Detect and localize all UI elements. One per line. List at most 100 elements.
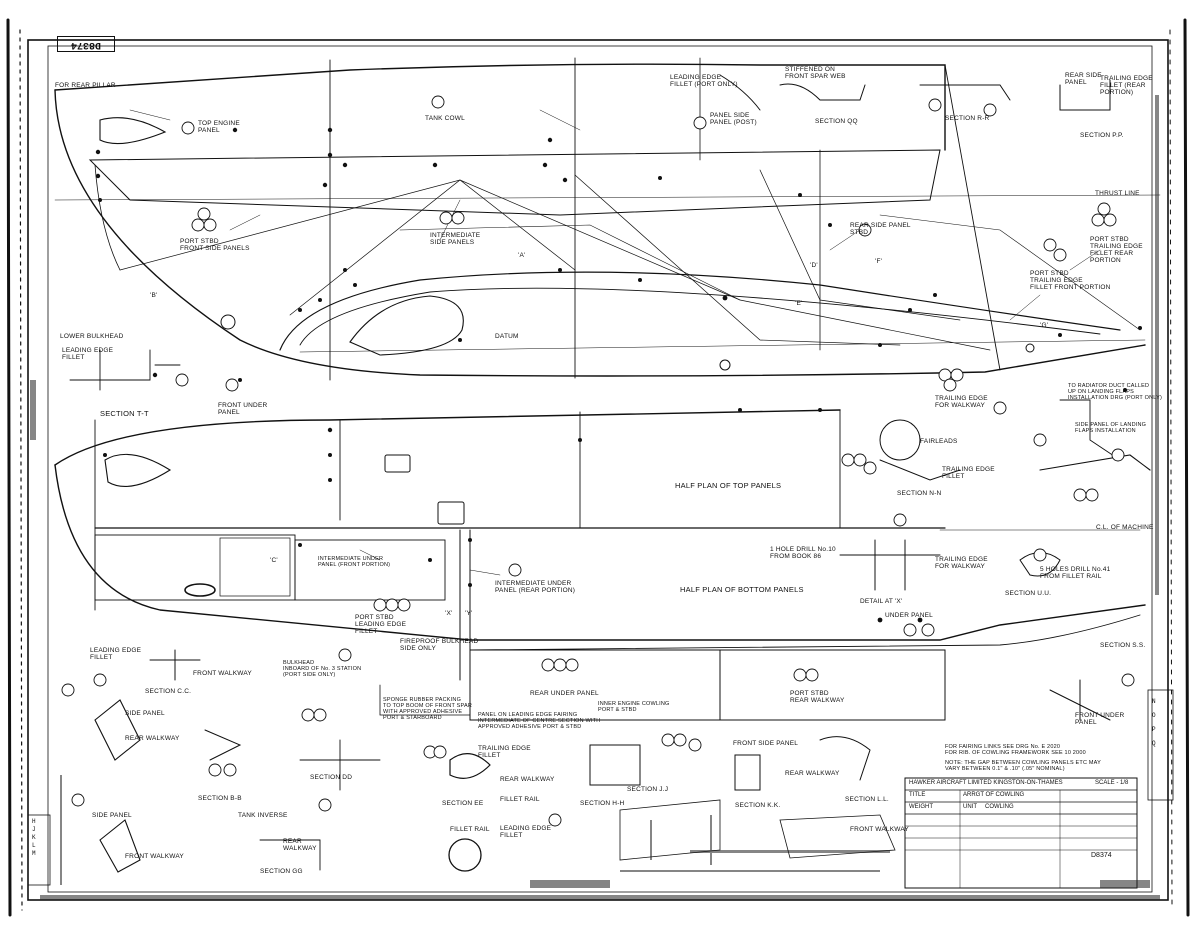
label-inner-engine-cowling: INNER ENGINE COWLING PORT & STBD <box>598 701 670 713</box>
label-leading-edge-fillet: LEADING EDGE FILLET (PORT ONLY) <box>670 74 738 88</box>
label-fillet-rail: FILLET RAIL <box>500 796 540 803</box>
label-lower-bulkhead: LOWER BULKHEAD <box>60 333 124 340</box>
label-fillet-rail-b: FILLET RAIL <box>450 826 490 833</box>
label-section-hh: SECTION H-H <box>580 800 625 807</box>
section-letter-e: 'E' <box>795 300 803 307</box>
label-radiator-duct-note: TO RADIATOR DUCT CALLED UP ON LANDING FL… <box>1068 383 1163 401</box>
margin-tag: P <box>1152 726 1156 733</box>
section-letter-b: 'B' <box>150 292 158 299</box>
label-leading-edge-fillet-cc: LEADING EDGE FILLET <box>90 647 142 661</box>
label-stiffened-front-spar: STIFFENED ON FRONT SPAR WEB <box>785 66 846 80</box>
label-top-engine-panel: TOP ENGINE PANEL <box>198 120 240 134</box>
label-section-pp: SECTION P.P. <box>1080 132 1124 139</box>
label-section-ll: SECTION L.L. <box>845 796 889 803</box>
label-front-walkway-b: FRONT WALKWAY <box>850 826 909 833</box>
label-cl-of-machine: C.L. OF MACHINE <box>1096 524 1154 531</box>
label-trailing-edge-walkway-b: TRAILING EDGE FOR WALKWAY <box>935 556 988 570</box>
label-rear-walkway: REAR WALKWAY <box>125 735 180 742</box>
label-detail-at-x: DETAIL AT 'X' <box>860 598 903 605</box>
label-section-ee: SECTION EE <box>442 800 484 807</box>
label-datum: DATUM <box>495 333 519 340</box>
label-front-under-panel-b: FRONT UNDER PANEL <box>1075 712 1125 726</box>
label-section-gg: SECTION GG <box>260 868 303 875</box>
label-gap-note: NOTE: THE GAP BETWEEN COWLING PANELS ETC… <box>945 760 1102 772</box>
label-half-plan-bottom-panels: HALF PLAN OF BOTTOM PANELS <box>680 585 804 594</box>
label-rear-side-panel: REAR SIDE PANEL <box>1065 72 1102 86</box>
label-fairing-note: FOR FAIRING LINKS SEE DRG No. E 2020 FOR… <box>945 744 1086 756</box>
label-intermediate-under-panel-rear: INTERMEDIATE UNDER PANEL (REAR PORTION) <box>495 580 576 594</box>
section-letter-f: 'F' <box>875 258 883 265</box>
section-letter-c: 'C' <box>270 557 278 564</box>
title-block-weight-label: WEIGHT <box>909 804 933 810</box>
label-trailing-edge-walkway: TRAILING EDGE FOR WALKWAY <box>935 395 988 409</box>
label-holes-drill-note: 5 HOLES DRILL No.41 FROM FILLET RAIL <box>1040 566 1111 580</box>
label-tank-inverse: TANK INVERSE <box>238 812 288 819</box>
label-section-tt: SECTION T-T <box>100 409 149 418</box>
label-rear-walkway-b: REAR WALKWAY <box>500 776 555 783</box>
label-fireproof-bulkhead: FIREPROOF BULKHEAD SIDE ONLY <box>400 638 479 652</box>
label-trailing-edge-fillet-b: TRAILING EDGE FILLET <box>478 745 531 759</box>
section-letter-a: 'A' <box>518 252 526 259</box>
label-rear-walkway-c: REAR WALKWAY <box>785 770 840 777</box>
label-front-side-panel: FRONT SIDE PANEL <box>733 740 799 747</box>
label-intermediate-side-panels: INTERMEDIATE SIDE PANELS <box>430 232 481 246</box>
label-section-cc: SECTION C.C. <box>145 688 192 695</box>
margin-tag: M <box>32 850 36 857</box>
label-section-uu: SECTION U.U. <box>1005 590 1052 597</box>
label-port-stbd-leading-edge: PORT STBD LEADING EDGE FILLET <box>355 614 407 635</box>
label-port-stbd-rear-walkway: PORT STBD REAR WALKWAY <box>790 690 845 704</box>
title-block-title-label: TITLE <box>909 792 926 798</box>
label-port-front-side-panels: PORT STBD FRONT SIDE PANELS <box>180 238 250 252</box>
label-intermediate-under-panel: INTERMEDIATE UNDER PANEL (FRONT PORTION) <box>318 556 391 568</box>
label-section-jj: SECTION J.J <box>627 786 669 793</box>
label-front-walkway-cc: FRONT WALKWAY <box>193 670 252 677</box>
label-half-plan-top-panels: HALF PLAN OF TOP PANELS <box>675 481 782 490</box>
label-trailing-edge-fillet-rear: TRAILING EDGE FILLET (REAR PORTION) <box>1100 75 1153 96</box>
margin-tag: Q <box>1152 740 1156 747</box>
title-block-scale: SCALE - 1/8 <box>1095 780 1129 786</box>
label-rear-walkway-d: REAR WALKWAY <box>283 838 317 852</box>
label-front-under-panel: FRONT UNDER PANEL <box>218 402 268 416</box>
label-side-panel-b: SIDE PANEL <box>92 812 132 819</box>
label-leading-edge-cowling-note: PANEL ON LEADING EDGE FAIRING INTERMEDIA… <box>478 712 601 730</box>
margin-tag: J <box>32 826 36 833</box>
margin-tag: H <box>32 818 36 825</box>
label-bulkhead-note: BULKHEAD INBOARD OF No. 3 STATION (PORT … <box>283 660 362 678</box>
label-panel-side-panel-post: PANEL SIDE PANEL (POST) <box>710 112 757 126</box>
label-leading-edge-fillet-c: LEADING EDGE FILLET <box>500 825 552 839</box>
label-section-qq: SECTION QQ <box>815 118 858 125</box>
label-rear-side-panel-stbd: REAR SIDE PANEL STBD <box>850 222 911 236</box>
title-block-company: HAWKER AIRCRAFT LIMITED KINGSTON-ON-THAM… <box>909 780 1063 786</box>
label-fairleads: FAIRLEADS <box>920 438 958 445</box>
label-rear-under-panel: REAR UNDER PANEL <box>530 690 599 697</box>
title-block-drawing-no: D8374 <box>1091 852 1112 859</box>
label-port-stbd-trailing-edge-rear: PORT STBD TRAILING EDGE FILLET REAR PORT… <box>1090 236 1143 264</box>
section-letter-g: 'G' <box>1040 322 1049 329</box>
label-front-walkway: FRONT WALKWAY <box>125 853 184 860</box>
label-side-panel-landing-flaps: SIDE PANEL OF LANDING FLAPS INSTALLATION <box>1075 422 1147 434</box>
drawing-number: D8374 <box>57 36 115 52</box>
label-under-panel-note: UNDER PANEL <box>885 612 933 619</box>
label-section-kk: SECTION K.K. <box>735 802 781 809</box>
title-block-unit-label: UNIT <box>963 804 977 810</box>
margin-tag: N <box>1152 698 1156 705</box>
label-hole-drill-note: 1 HOLE DRILL No.10 FROM BOOK 86 <box>770 546 836 560</box>
label-section-bb: SECTION B-B <box>198 795 242 802</box>
label-section-rr: SECTION R-R <box>945 115 990 122</box>
title-block: HAWKER AIRCRAFT LIMITED KINGSTON-ON-THAM… <box>905 778 1137 888</box>
label-section-dd: SECTION DD <box>310 774 353 781</box>
label-port-stbd-trailing-edge-front: PORT STBD TRAILING EDGE FILLET FRONT POR… <box>1030 270 1111 291</box>
label-tank-cowl: TANK COWL <box>425 115 465 122</box>
section-letter-y: 'Y' <box>465 610 473 617</box>
label-for-rear-pillar: FOR REAR PILLAR <box>55 82 116 89</box>
label-side-panel: SIDE PANEL <box>125 710 165 717</box>
label-leading-edge-fillet-left: LEADING EDGE FILLET <box>62 347 114 361</box>
label-thrust-line: THRUST LINE <box>1095 190 1140 197</box>
title-block-title: ARRGT OF COWLING <box>963 792 1025 798</box>
label-trailing-edge-fillet: TRAILING EDGE FILLET <box>942 466 995 480</box>
section-letter-x: 'X' <box>445 610 453 617</box>
section-letter-d: 'D' <box>810 262 818 269</box>
margin-tag: K <box>32 834 36 841</box>
